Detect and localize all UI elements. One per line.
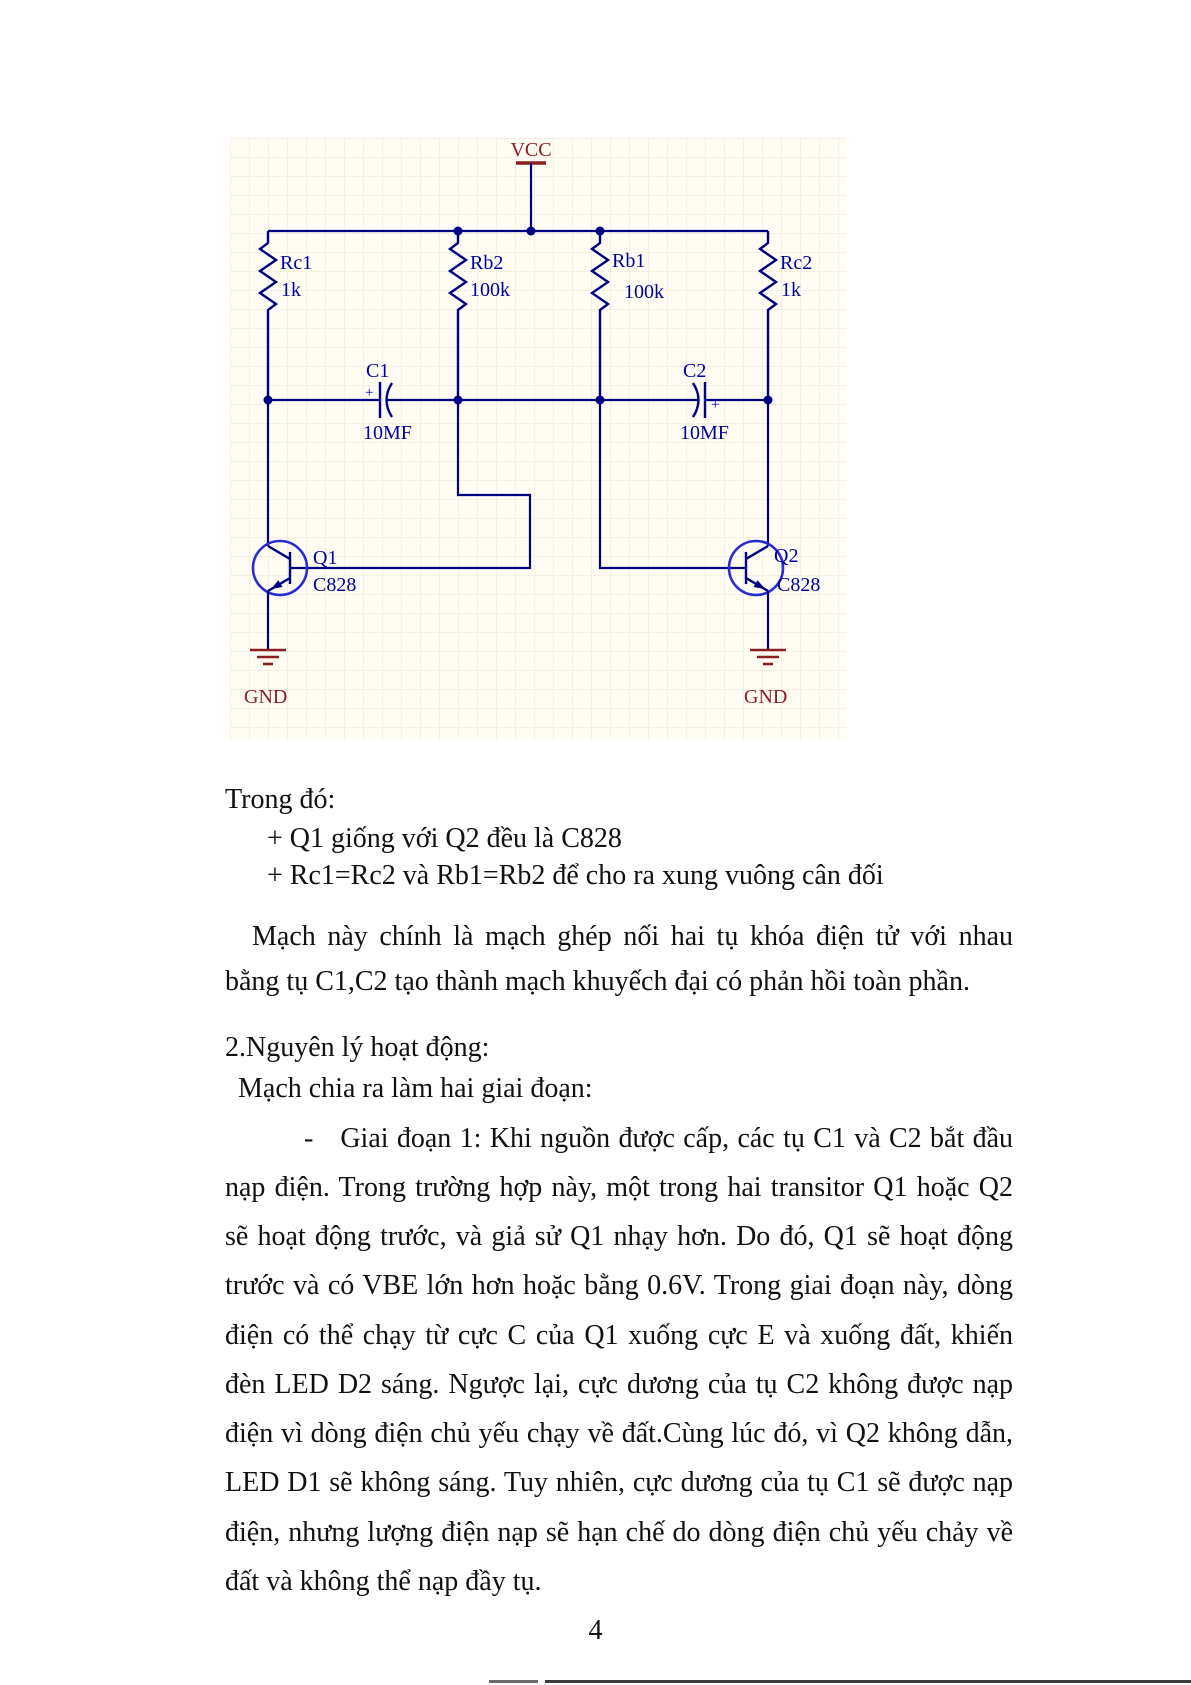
c2-name-label: C2 — [683, 360, 706, 382]
rb2-name-label: Rb2 — [470, 252, 503, 274]
bullet-item: + Rc1=Rc2 và Rb1=Rb2 để cho ra xung vuôn… — [267, 860, 884, 892]
schematic-grid — [230, 138, 846, 739]
rb1-name-label: Rb1 — [612, 250, 645, 272]
gnd-right-label: GND — [744, 686, 787, 708]
q2-part-label: C828 — [777, 574, 820, 596]
rc2-value-label: 1k — [781, 279, 801, 301]
resistor-rb2 — [447, 231, 469, 400]
q1-name-label: Q1 — [313, 547, 337, 569]
page-edge-artifact — [545, 1680, 1191, 1683]
c1-plus-sign: + — [365, 385, 373, 401]
c2-plus-sign: + — [711, 397, 719, 413]
rc1-name-label: Rc1 — [280, 252, 312, 274]
bullet-list: + Q1 giống với Q2 đều là C828 + Rc1=Rc2 … — [225, 820, 1013, 895]
ground-left-icon — [250, 648, 286, 666]
cross-coupling-wires — [290, 400, 746, 570]
rc1-value-label: 1k — [281, 279, 301, 301]
capacitor-c2 — [691, 382, 707, 418]
vcc-label: VCC — [510, 139, 551, 161]
c1-name-label: C1 — [366, 360, 389, 382]
bullet-item: + Q1 giống với Q2 đều là C828 — [267, 822, 622, 854]
transistor-q1 — [251, 400, 309, 650]
rc2-name-label: Rc2 — [780, 252, 812, 274]
junction-dots — [263, 226, 773, 405]
stage1-text: Giai đoạn 1: Khi nguồn được cấp, các tụ … — [225, 1122, 1013, 1597]
section-intro: Mạch chia ra làm hai giai đoạn: — [238, 1072, 593, 1104]
gnd-left-label: GND — [244, 686, 287, 708]
c2-value-label: 10MF — [680, 422, 729, 444]
transistor-q2 — [727, 400, 785, 650]
q2-emitter-arrow-icon — [753, 580, 765, 589]
coupling-paragraph: Mạch này chính là mạch ghép nối hai tụ k… — [225, 920, 1013, 997]
power-rail — [268, 161, 768, 233]
rb2-value-label: 100k — [470, 279, 510, 301]
capacitor-c1 — [378, 382, 394, 418]
stage1-paragraph: -Giai đoạn 1: Khi nguồn được cấp, các tụ… — [225, 1114, 1013, 1607]
resistor-rb1 — [589, 231, 611, 400]
ground-right-icon — [750, 648, 786, 666]
body-text: Trong đó: + Q1 giống với Q2 đều là C828 … — [225, 780, 1013, 1606]
page-edge-artifact — [489, 1680, 538, 1683]
section-heading: 2.Nguyên lý hoạt động: — [225, 1032, 490, 1064]
page-number: 4 — [588, 1615, 603, 1646]
schematic-figure: VCC Rc1 1k Rb2 100k Rb1 100k Rc2 1k C1 1… — [230, 138, 846, 739]
rb1-value-label: 100k — [624, 281, 664, 303]
q1-emitter-arrow-icon — [271, 580, 283, 589]
c1-value-label: 10MF — [363, 422, 412, 444]
circuit-diagram: VCC Rc1 1k Rb2 100k Rb1 100k Rc2 1k C1 1… — [230, 138, 846, 739]
q2-name-label: Q2 — [774, 545, 798, 567]
stage1-dash: - — [304, 1122, 314, 1154]
where-heading: Trong đó: — [225, 784, 336, 815]
q1-part-label: C828 — [313, 574, 356, 596]
resistor-rc2 — [757, 231, 779, 400]
resistor-rc1 — [257, 231, 279, 400]
